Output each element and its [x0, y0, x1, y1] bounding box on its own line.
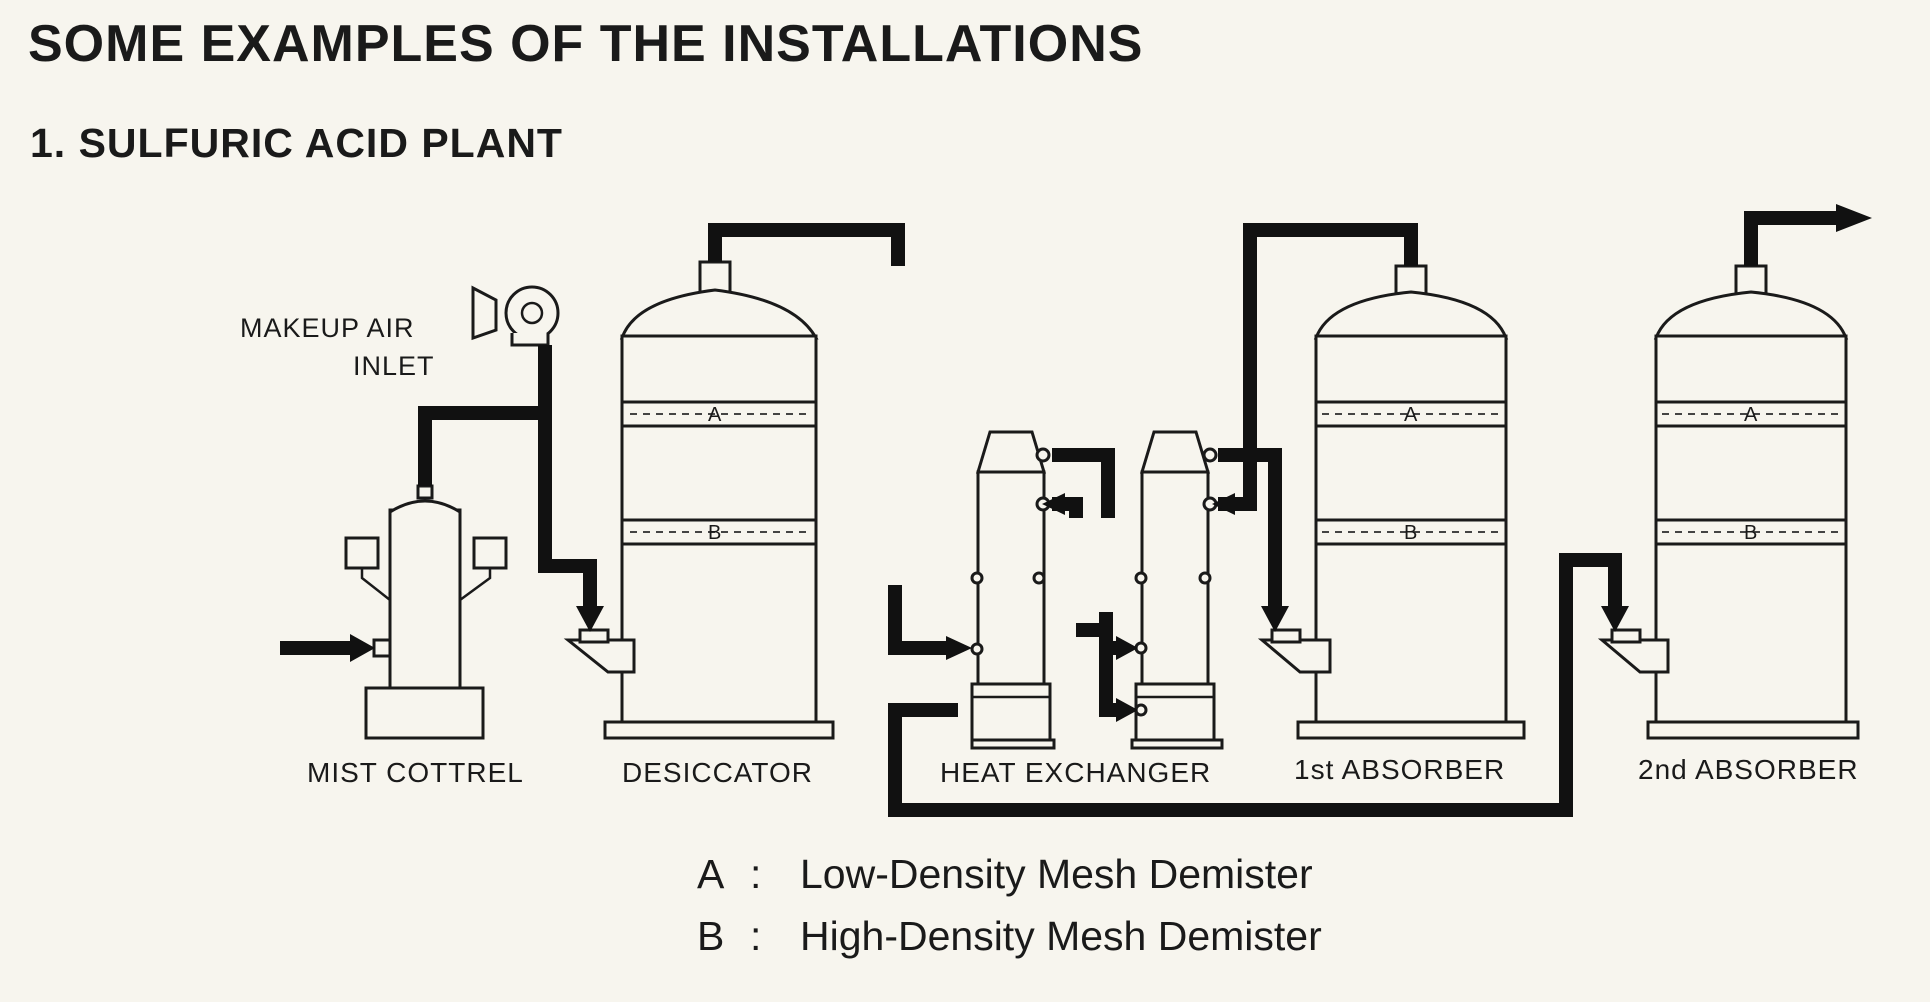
makeup-air-label: MAKEUP AIR: [240, 313, 415, 343]
pipe-network: [418, 211, 1840, 817]
mist-cottrel-unit: [344, 484, 508, 740]
section-title: 1. SULFURIC ACID PLANT: [30, 120, 563, 166]
absorber-2-vessel: A B: [1597, 264, 1860, 740]
page-title: SOME EXAMPLES OF THE INSTALLATIONS: [28, 15, 1144, 73]
flow-arrows: [576, 204, 1872, 722]
desiccator-vessel: A B: [563, 260, 835, 740]
label-desiccator: DESICCATOR: [622, 757, 813, 788]
feed-inlet-arrow: [280, 634, 375, 662]
label-absorber-1: 1st ABSORBER: [1294, 754, 1505, 785]
band-a-label: A: [708, 404, 722, 426]
legend-key-a: A: [697, 851, 725, 897]
label-mist-cottrel: MIST COTTREL: [307, 757, 524, 788]
legend-sep-a: :: [750, 851, 761, 897]
legend-key-b: B: [697, 913, 724, 959]
band-b-label: B: [1404, 522, 1418, 544]
legend-sep-b: :: [750, 913, 761, 959]
band-b-label: B: [708, 522, 722, 544]
makeup-air-inlet-label: INLET: [353, 351, 435, 381]
band-a-label: A: [1404, 404, 1418, 426]
label-heat-exchanger: HEAT EXCHANGER: [940, 757, 1211, 788]
band-a-label: A: [1744, 404, 1758, 426]
heat-exchanger-right: [1130, 430, 1224, 750]
label-absorber-2: 2nd ABSORBER: [1638, 754, 1859, 785]
makeup-air-fan-icon: [471, 285, 560, 347]
absorber-1-vessel: A B: [1257, 264, 1526, 740]
legend-text-a: Low-Density Mesh Demister: [800, 851, 1313, 897]
legend: A : Low-Density Mesh Demister B : High-D…: [697, 851, 1322, 959]
heat-exchanger-left: [970, 430, 1056, 750]
legend-text-b: High-Density Mesh Demister: [800, 913, 1322, 959]
band-b-label: B: [1744, 522, 1758, 544]
